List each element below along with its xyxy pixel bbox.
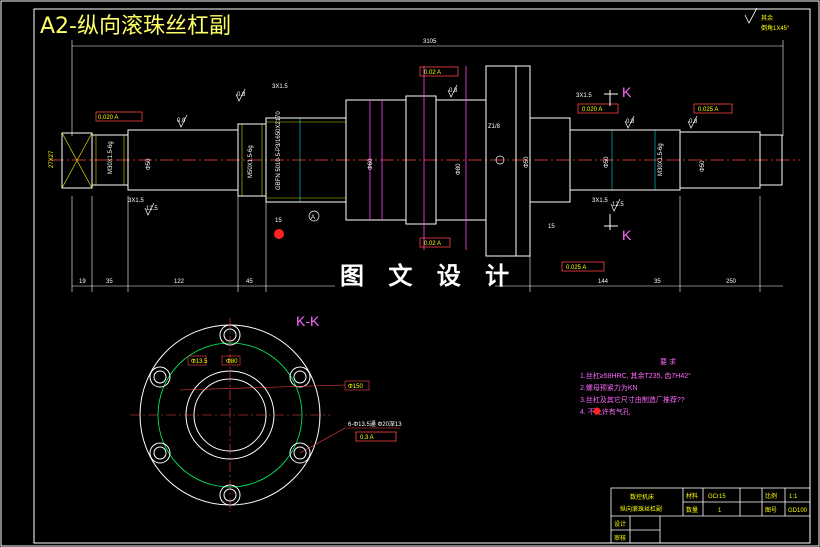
overall-dimension <box>71 40 784 136</box>
req-heading: 要 求 <box>660 357 676 366</box>
roughness-symbol-corner <box>744 7 758 24</box>
dim-35-a: 35 <box>106 279 113 285</box>
tol-1: 0.020 A <box>98 115 118 121</box>
req-item-3: 3.丝杠及其它尺寸由制造厂推荐?? <box>580 395 685 404</box>
tolerance-frames <box>95 66 733 442</box>
roughness-marks <box>144 84 698 216</box>
label-thread-a: M30X1.5-6g <box>108 141 114 174</box>
nut-details <box>369 66 467 250</box>
tb-name2: 纵向滚珠丝杠副 <box>620 505 662 513</box>
label-hole-dia: Φ13.5 <box>191 359 208 365</box>
dim-15-a: 15 <box>275 218 282 224</box>
tb-qty-label: 数量 <box>686 506 698 514</box>
label-left-end: 27X27 <box>49 150 55 168</box>
req-weld-symbol <box>593 407 601 415</box>
thread-marks <box>299 118 656 202</box>
watermark-text: 图 文 设 计 <box>340 262 517 290</box>
shaft-outline <box>61 65 783 257</box>
roughness-2: 0.8 <box>237 92 246 98</box>
label-outer-dia: Φ150 <box>348 384 363 390</box>
section-mark-bottom: K <box>622 227 632 243</box>
req-item-1: 1.丝杠≥58HRC, 其余T235, 齿7H42° <box>580 371 691 380</box>
label-dia-c: Φ50 <box>524 156 530 168</box>
tb-scale-label: 比例 <box>765 492 777 500</box>
dim-15-b: 15 <box>548 224 555 230</box>
corner-note-line1: 其余 <box>761 14 773 22</box>
inner-frame <box>33 8 811 544</box>
label-dia-b: Φ60 <box>368 158 374 170</box>
section-centerlines <box>130 318 330 512</box>
tol-7: 0.3 A <box>360 435 374 441</box>
label-dia-a: Φ50 <box>146 158 152 170</box>
label-pcd: Φ80 <box>226 359 238 365</box>
req-item-4: 4. 不允许有气孔 <box>580 407 630 416</box>
dim-250: 250 <box>726 279 737 285</box>
chamfer-d: 3X1.5 <box>592 198 608 204</box>
chamfer-a: 3X1.5 <box>272 84 288 90</box>
label-thread-b: M50X1.5-6g <box>248 145 254 178</box>
label-pcd-side: Φ80 <box>456 163 462 175</box>
tb-name1: 数控机床 <box>630 493 654 501</box>
drawing-title: A2-纵向滚珠丝杠副 <box>40 14 231 39</box>
title-block <box>610 487 811 544</box>
dim-45: 45 <box>246 279 253 285</box>
section-view-label: K-K <box>296 313 320 329</box>
datum-circle <box>308 210 320 222</box>
roughness-3: 0.8 <box>449 88 458 94</box>
corner-note-line2: 倒角1X45° <box>761 24 790 32</box>
tb-code-label: 图号 <box>765 507 777 514</box>
roughness-4: 0.8 <box>626 119 635 125</box>
label-dia-d: Φ50 <box>604 156 610 168</box>
tb-code-value: GD100 <box>788 508 808 514</box>
roughness-5: 0.8 <box>689 119 698 125</box>
label-z: Z1/8 <box>488 124 501 130</box>
label-thread-c: M30X1.5-6g <box>658 143 664 176</box>
section-mark-top: K <box>622 84 632 100</box>
dim-144: 144 <box>598 279 609 285</box>
tb-material-value: GCr15 <box>708 494 726 500</box>
tol-3: 0.02 A <box>424 241 441 247</box>
dim-19: 19 <box>79 279 86 285</box>
weld-symbol <box>274 229 284 239</box>
tol-6: 0.025 A <box>566 265 586 271</box>
tol-2: 0.02 A <box>424 70 441 76</box>
dim-35-b: 35 <box>654 279 661 285</box>
datum-letter: A <box>311 215 315 221</box>
watermark-bg <box>335 257 495 291</box>
chamfer-c: 3X1.5 <box>576 93 592 99</box>
section-leaders <box>179 355 400 454</box>
section-mark-lines <box>604 90 618 230</box>
label-spec: GBFN 5010-5-P3/1650X2170 <box>276 111 282 190</box>
tb-design-label: 设计 <box>614 520 626 528</box>
roughness-8: 12.5 <box>612 202 624 208</box>
tol-4: 0.020 A <box>582 107 602 113</box>
tb-review-label: 审核 <box>614 534 626 542</box>
label-dia-e: Φ50 <box>700 160 706 172</box>
roughness-1: 0.8 <box>177 118 186 124</box>
tb-material-label: 材料 <box>686 492 698 500</box>
tb-scale-value: 1:1 <box>789 494 798 500</box>
tol-5: 0.025 A <box>698 107 718 113</box>
req-item-2: 2.螺母预紧力为KN <box>580 383 638 392</box>
chamfer-b: 3X1.5 <box>128 198 144 204</box>
label-holes-note: 6-Φ13.5通 Φ20深13 <box>348 420 402 428</box>
tb-qty-value: 1 <box>718 508 722 514</box>
dim-overall-length: 3105 <box>423 39 437 45</box>
grease-nipple-symbol <box>495 155 505 165</box>
roughness-7: 12.5 <box>146 206 158 212</box>
dim-122: 122 <box>174 279 185 285</box>
bottom-dimension-chain <box>71 196 783 292</box>
